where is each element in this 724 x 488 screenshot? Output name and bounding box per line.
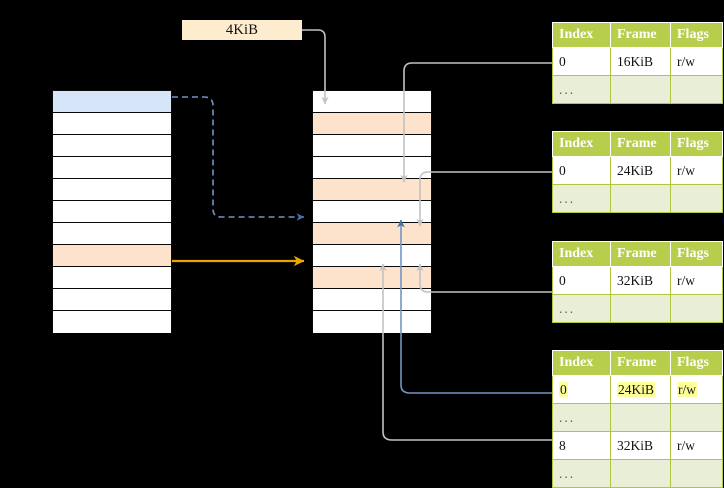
virtual-row-row-10 [53, 311, 171, 333]
cell-flags: r/w [670, 431, 723, 460]
cell-index: 0 [552, 156, 611, 185]
cell-frame: 32KiB [610, 431, 671, 460]
cell-flags [670, 403, 723, 432]
table-row: 0 24KiB r/w [552, 375, 723, 404]
cell-flags: r/w [670, 266, 723, 295]
column-header-flags: Flags [670, 131, 723, 157]
column-header-frame: Frame [610, 350, 671, 376]
table-row-ellipsis: ... [552, 184, 723, 213]
virtual-row-row-6 [53, 223, 171, 245]
virtual-row-row-7 [53, 245, 171, 267]
wire-virtual-blue-to-physical-row6 [172, 96, 305, 221]
physical-row-row-3 [313, 157, 431, 179]
physical-row-row-2 [313, 135, 431, 157]
physical-row-row-4 [313, 179, 431, 201]
cell-flags: r/w [670, 156, 723, 185]
column-header-frame: Frame [610, 241, 671, 267]
cell-frame: 16KiB [610, 47, 671, 76]
cell-index: ... [552, 184, 611, 213]
virtual-row-row-3 [53, 157, 171, 179]
cell-flags: r/w [670, 375, 723, 404]
column-header-index: Index [552, 22, 611, 48]
column-header-flags: Flags [670, 22, 723, 48]
table-row-ellipsis: ... [552, 294, 723, 323]
virtual-row-row-1 [53, 113, 171, 135]
column-header-index: Index [552, 131, 611, 157]
cell-flags [670, 294, 723, 323]
cell-flags [670, 459, 723, 488]
cell-index: ... [552, 75, 611, 104]
physical-row-row-9 [313, 289, 431, 311]
physical-row-row-6 [313, 223, 431, 245]
column-header-flags: Flags [670, 241, 723, 267]
column-header-frame: Frame [610, 131, 671, 157]
physical-row-row-1 [313, 113, 431, 135]
physical-row-row-5 [313, 201, 431, 223]
column-header-index: Index [552, 241, 611, 267]
highlighted-value: 24KiB [617, 382, 656, 397]
cell-frame [610, 294, 671, 323]
highlighted-value: r/w [677, 382, 697, 397]
wire-table2-to-physical-row6 [416, 171, 552, 227]
virtual-row-row-4 [53, 179, 171, 201]
table-row-ellipsis: ... [552, 403, 723, 432]
size-callout-label: 4KiB [225, 22, 259, 38]
cell-frame: 24KiB [610, 156, 671, 185]
cell-index: ... [552, 294, 611, 323]
cell-frame: 24KiB [610, 375, 671, 404]
virtual-row-row-2 [53, 135, 171, 157]
cell-index: 8 [552, 431, 611, 460]
physical-row-row-7 [313, 245, 431, 267]
cell-frame [610, 184, 671, 213]
wire-table3-to-physical-row8 [416, 263, 552, 293]
virtual-row-row-0 [53, 91, 171, 113]
cell-frame [610, 459, 671, 488]
cell-flags: r/w [670, 47, 723, 76]
cell-index: 0 [552, 375, 611, 404]
highlighted-value: 0 [559, 382, 568, 397]
cell-frame [610, 75, 671, 104]
cell-index: ... [552, 459, 611, 488]
virtual-row-row-8 [53, 267, 171, 289]
physical-row-row-0 [313, 91, 431, 113]
virtual-row-row-5 [53, 201, 171, 223]
virtual-address-space-column [52, 90, 172, 333]
physical-row-row-10 [313, 311, 431, 333]
table-row-ellipsis: ... [552, 459, 723, 488]
cell-index: 0 [552, 266, 611, 295]
cell-flags [670, 184, 723, 213]
column-header-index: Index [552, 350, 611, 376]
column-header-frame: Frame [610, 22, 671, 48]
column-header-flags: Flags [670, 350, 723, 376]
virtual-row-row-9 [53, 289, 171, 311]
size-callout-4kib: 4KiB [182, 20, 302, 40]
cell-index: ... [552, 403, 611, 432]
cell-frame [610, 403, 671, 432]
physical-memory-column [312, 90, 432, 333]
cell-flags [670, 75, 723, 104]
cell-frame: 32KiB [610, 266, 671, 295]
cell-index: 0 [552, 47, 611, 76]
physical-row-row-8 [313, 267, 431, 289]
table-row-ellipsis: ... [552, 75, 723, 104]
